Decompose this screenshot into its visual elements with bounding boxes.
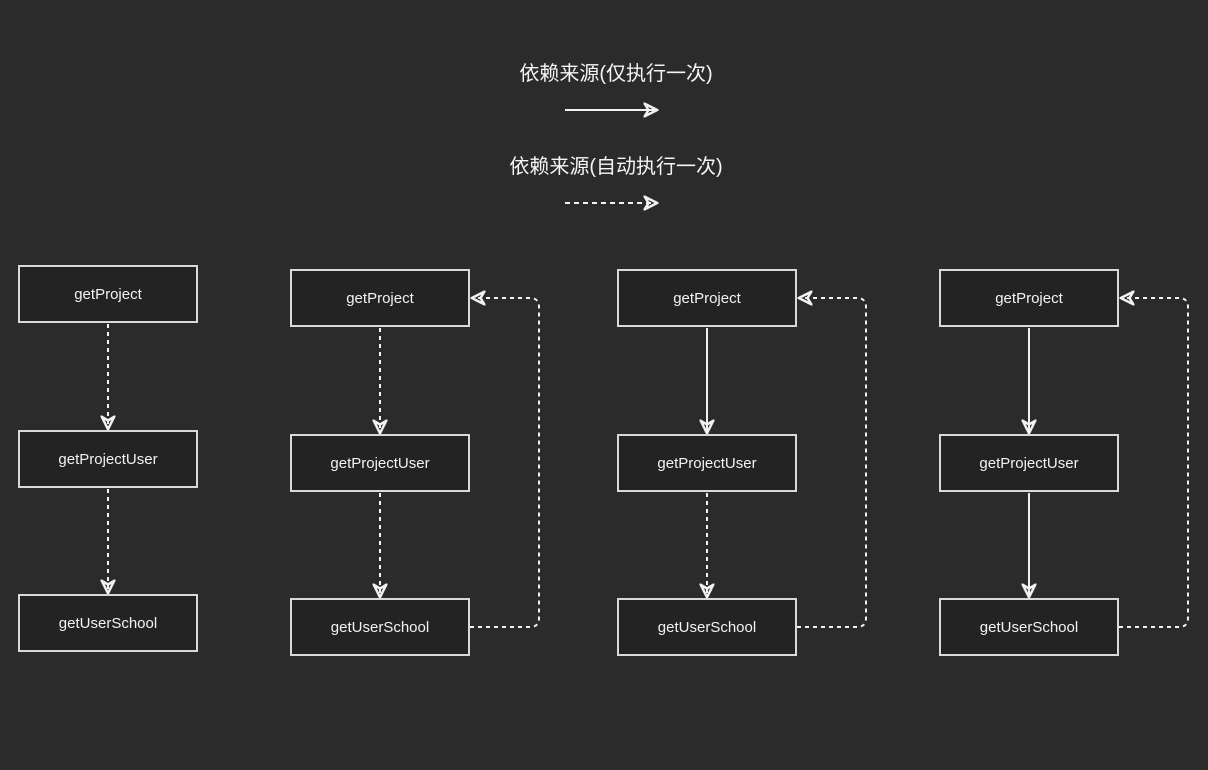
node-getproject-col1: getProject [18, 265, 198, 323]
node-label: getProject [346, 289, 414, 307]
node-getuserschool-col3: getUserSchool [617, 598, 797, 656]
node-label: getProject [995, 289, 1063, 307]
node-getprojectuser-col2: getProjectUser [290, 434, 470, 492]
node-getprojectuser-col3: getProjectUser [617, 434, 797, 492]
node-label: getUserSchool [58, 614, 158, 632]
node-label: getProject [673, 289, 741, 307]
legend-label-run-once: 依赖来源(仅执行一次) [519, 63, 713, 85]
node-getprojectuser-col1: getProjectUser [18, 430, 198, 488]
feedback-edge-getUserSchool-to-getProject-col2 [470, 298, 540, 628]
node-getuserschool-col2: getUserSchool [290, 598, 470, 656]
node-label: getProjectUser [979, 454, 1079, 472]
node-getproject-col4: getProject [939, 269, 1119, 327]
feedback-edge-getUserSchool-to-getProject-col4 [1119, 298, 1189, 628]
node-label: getUserSchool [979, 618, 1079, 636]
node-label: getProjectUser [330, 454, 430, 472]
node-getuserschool-col4: getUserSchool [939, 598, 1119, 656]
node-label: getUserSchool [657, 618, 757, 636]
node-label: getProjectUser [657, 454, 757, 472]
node-label: getProjectUser [58, 450, 158, 468]
legend-label-auto-run-once: 依赖来源(自动执行一次) [509, 156, 723, 178]
node-getprojectuser-col4: getProjectUser [939, 434, 1119, 492]
node-label: getProject [74, 285, 142, 303]
node-getproject-col3: getProject [617, 269, 797, 327]
node-label: getUserSchool [330, 618, 430, 636]
feedback-edge-getUserSchool-to-getProject-col3 [797, 298, 867, 628]
node-getproject-col2: getProject [290, 269, 470, 327]
node-getuserschool-col1: getUserSchool [18, 594, 198, 652]
